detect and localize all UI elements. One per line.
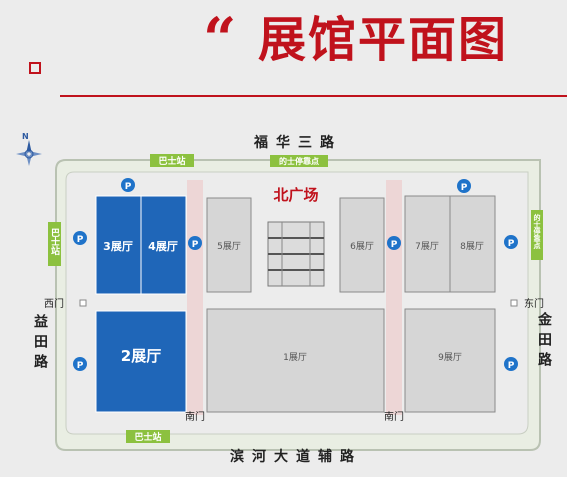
bus-stop-left-badge bbox=[48, 222, 61, 266]
hall-7[interactable] bbox=[404, 195, 451, 293]
compass-icon: N bbox=[16, 132, 42, 166]
page-title: 展馆平面图 bbox=[258, 12, 509, 68]
hall-2[interactable] bbox=[95, 310, 187, 413]
road-east: 金田路 bbox=[536, 311, 553, 372]
svg-text:P: P bbox=[508, 239, 515, 249]
taxi-stop-top-label: 的士停靠点 bbox=[279, 156, 319, 166]
hall-8[interactable] bbox=[449, 195, 496, 293]
parking-icon: P bbox=[504, 235, 518, 249]
compass-north-label: N bbox=[22, 132, 29, 141]
svg-text:P: P bbox=[461, 183, 468, 193]
svg-text:P: P bbox=[125, 182, 132, 192]
hall-7-label: 7展厅 bbox=[415, 241, 439, 252]
south-gate-1-label: 南门 bbox=[185, 410, 205, 423]
parking-icon: P bbox=[457, 179, 471, 193]
taxi-stop-right-label: 的士停靠点 bbox=[533, 213, 541, 250]
taxi-stop-top-badge bbox=[270, 155, 328, 167]
hall-4[interactable] bbox=[140, 195, 187, 295]
title-square-marker bbox=[29, 62, 41, 74]
hall-4-label: 4展厅 bbox=[148, 240, 178, 253]
hall-9-label: 9展厅 bbox=[438, 352, 462, 363]
hall-8-label: 8展厅 bbox=[460, 241, 484, 252]
parking-icon: P bbox=[121, 178, 135, 192]
hall-3-label: 3展厅 bbox=[103, 240, 133, 253]
svg-text:P: P bbox=[192, 240, 199, 250]
west-gate-marker bbox=[79, 299, 87, 307]
svg-text:P: P bbox=[77, 235, 84, 245]
parking-icon: P bbox=[188, 236, 202, 250]
parking-icon: P bbox=[504, 357, 518, 371]
plaza-structure bbox=[267, 221, 325, 287]
hall-5-label: 5展厅 bbox=[217, 241, 241, 252]
bus-stop-bottom-badge bbox=[126, 430, 170, 443]
south-gate-2-label: 南门 bbox=[384, 410, 404, 423]
bus-stop-top-label: 巴士站 bbox=[158, 155, 185, 167]
access-lane-east bbox=[386, 180, 402, 415]
title-quote-mark: “ bbox=[203, 5, 237, 73]
svg-text:P: P bbox=[391, 240, 398, 250]
west-gate-label: 西门 bbox=[44, 297, 64, 310]
road-west: 益田路 bbox=[32, 313, 48, 374]
svg-text:P: P bbox=[508, 361, 515, 371]
road-south: 滨河大道辅路 bbox=[230, 448, 362, 465]
parking-icon: P bbox=[73, 231, 87, 245]
hall-9[interactable] bbox=[404, 308, 496, 413]
bus-stop-top-badge bbox=[150, 154, 194, 167]
parking-icon: P bbox=[73, 357, 87, 371]
north-plaza-label: 北广场 bbox=[273, 186, 318, 204]
east-gate-label: 东门 bbox=[524, 297, 544, 310]
hall-6-label: 6展厅 bbox=[350, 241, 374, 252]
hall-1-label: 1展厅 bbox=[283, 352, 307, 363]
parking-icon: P bbox=[387, 236, 401, 250]
hall-5[interactable] bbox=[206, 197, 252, 293]
hall-6[interactable] bbox=[339, 197, 385, 293]
bus-stop-left-label: 巴士站 bbox=[49, 228, 60, 256]
hall-1[interactable] bbox=[206, 308, 385, 413]
east-gate-marker bbox=[510, 299, 518, 307]
bus-stop-bottom-label: 巴士站 bbox=[134, 431, 161, 443]
road-north: 福华三路 bbox=[253, 134, 342, 151]
svg-text:P: P bbox=[77, 361, 84, 371]
access-lane-west bbox=[187, 180, 203, 415]
title-divider bbox=[60, 95, 567, 97]
hall-2-label: 2展厅 bbox=[121, 347, 161, 365]
taxi-stop-right-badge bbox=[531, 210, 543, 260]
